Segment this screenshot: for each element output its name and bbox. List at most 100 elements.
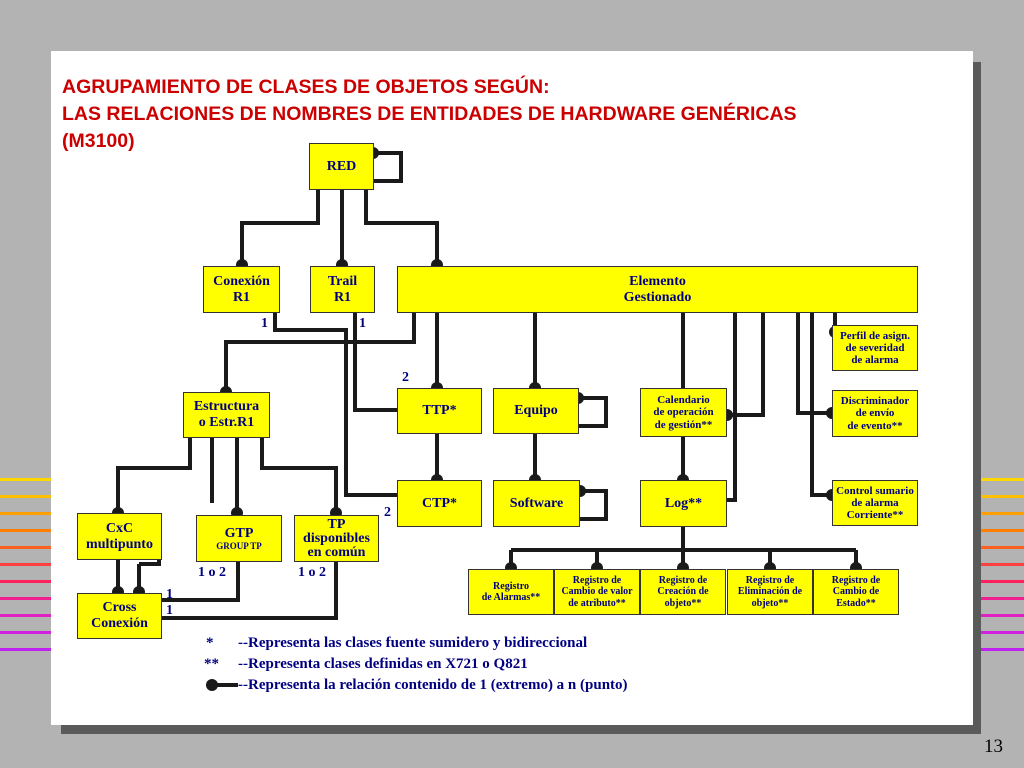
legend-single-star-text: --Representa las clases fuente sumidero …	[238, 635, 588, 651]
box-gtp-line1: GTP	[224, 525, 254, 541]
box-control-line2: de alarma	[851, 496, 899, 509]
box-cxc: CxC multipunto	[77, 513, 162, 560]
title-line-2: LAS RELACIONES DE NOMBRES DE ENTIDADES D…	[62, 103, 797, 125]
decor-stripe	[981, 648, 1024, 651]
box-equipo: Equipo	[493, 388, 579, 434]
box-control: Control sumario de alarma Corriente**	[832, 480, 918, 526]
box-tp-line3: en común	[307, 544, 366, 560]
mult-tp: 1 o 2	[298, 565, 326, 580]
box-software: Software	[493, 480, 580, 527]
decor-stripe	[981, 478, 1024, 481]
box-registro-cambio-valor: Registro de Cambio de valor de atributo*…	[554, 569, 640, 615]
box-reg-cambio-valor-line3: de atributo**	[568, 597, 626, 609]
mult-ttp: 2	[402, 370, 409, 385]
mult-ctp: 2	[384, 505, 391, 520]
box-perfil: Perfil de asign. de severidad de alarma	[832, 325, 918, 371]
box-tp-line2: disponibles	[303, 530, 370, 546]
decor-stripe	[0, 648, 52, 651]
box-reg-eliminacion-line1: Registro de	[745, 575, 795, 587]
elemento-to-discriminador	[796, 313, 832, 415]
box-perfil-line1: Perfil de asign.	[840, 329, 910, 342]
mult-gtp: 1 o 2	[198, 565, 226, 580]
box-calendario: Calendario de operación de gestión**	[640, 388, 727, 437]
decor-stripe	[981, 631, 1024, 634]
decor-stripe	[0, 546, 52, 549]
box-calendario-line2: de operación	[653, 406, 714, 419]
decor-stripe	[0, 478, 52, 481]
box-conexion-r1: Conexión R1	[203, 266, 280, 313]
box-control-line1: Control sumario	[836, 484, 914, 497]
title-line-3: (M3100)	[62, 130, 135, 152]
trail-to-ttp	[353, 313, 397, 412]
box-calendario-line3: de gestión**	[654, 418, 713, 431]
decor-stripe	[981, 580, 1024, 583]
box-discriminador-line3: de evento**	[847, 419, 903, 432]
box-control-line3: Corriente**	[846, 509, 904, 522]
box-reg-alarmas-line1: Registro	[493, 580, 529, 592]
decor-stripe	[981, 495, 1024, 498]
decor-stripe	[981, 563, 1024, 566]
decor-stripe	[0, 580, 52, 583]
decor-stripe	[981, 512, 1024, 515]
box-conexion-line1: Conexión	[213, 273, 270, 289]
box-registro-eliminacion: Registro de Eliminación de objeto**	[727, 569, 813, 615]
software-self-loop	[580, 489, 608, 521]
red-to-conexion	[240, 190, 320, 265]
box-discriminador-line1: Discriminador	[840, 395, 910, 408]
box-perfil-line3: de alarma	[851, 354, 899, 367]
elemento-to-calendario	[727, 313, 737, 502]
box-estructura-line2: o Estr.R1	[198, 415, 255, 430]
box-conexion-line2: R1	[232, 289, 251, 305]
box-ttp: TTP*	[397, 388, 482, 434]
box-reg-eliminacion-line3: objeto**	[751, 597, 789, 609]
legend-containment-text: --Representa la relación contenido de 1 …	[238, 677, 628, 693]
decor-stripe	[0, 563, 52, 566]
box-reg-estado-line1: Registro de	[831, 575, 881, 587]
decor-stripe	[981, 546, 1024, 549]
box-ctp: CTP*	[397, 480, 482, 527]
box-elemento-line1: Elemento	[629, 273, 686, 289]
estructura-to-tp	[260, 438, 338, 513]
legend-dot	[206, 679, 218, 691]
conexion-to-ctp	[273, 313, 397, 497]
decor-stripe	[0, 614, 52, 617]
decor-stripe	[0, 495, 52, 498]
box-reg-creacion-line2: Creación de	[657, 586, 709, 598]
box-trail-line2: R1	[333, 289, 352, 305]
box-calendario-line1: Calendario	[657, 394, 710, 407]
box-discriminador: Discriminador de envío de evento**	[832, 390, 918, 437]
decor-stripe	[981, 529, 1024, 532]
box-cxc-line2: multipunto	[86, 536, 153, 552]
estructura-to-cxc	[116, 438, 192, 513]
box-software-label: Software	[509, 495, 564, 511]
decor-stripe	[0, 512, 52, 515]
box-discriminador-line2: de envío	[855, 407, 895, 420]
title-line-1: AGRUPAMIENTO DE CLASES DE OBJETOS SEGÚN:	[62, 76, 550, 98]
box-gtp: GTP GROUP TP	[196, 515, 282, 562]
mult-conexion: 1	[261, 316, 268, 331]
decor-stripe	[0, 529, 52, 532]
box-elemento-gestionado: Elemento Gestionado	[397, 266, 918, 313]
box-reg-creacion-line3: objeto**	[664, 597, 702, 609]
red-to-elemento	[364, 190, 439, 265]
gtp-to-cross	[162, 562, 240, 602]
tp-to-cross	[162, 562, 338, 620]
elemento-to-calendario-b	[727, 313, 765, 417]
page-number: 13	[984, 736, 1003, 757]
box-registro-alarmas: Registro de Alarmas**	[468, 569, 554, 615]
box-tp: TP disponibles en común	[294, 515, 379, 562]
legend-single-star-symbol: *	[206, 635, 214, 651]
mult-cross-a: 1	[166, 587, 173, 602]
box-reg-cambio-valor-line1: Registro de	[572, 575, 622, 587]
legend-double-star-symbol: **	[204, 656, 219, 672]
box-log: Log**	[640, 480, 727, 527]
box-trail-r1: Trail R1	[310, 266, 375, 313]
box-reg-alarmas-line2: de Alarmas**	[481, 592, 541, 603]
red-self-loop	[373, 151, 403, 183]
box-red: RED	[309, 143, 374, 190]
elemento-to-estructura	[224, 313, 416, 392]
box-gtp-line2: GROUP TP	[216, 541, 262, 552]
box-cxc-line1: CxC	[105, 520, 134, 536]
box-cross-conexion: Cross Conexión	[77, 593, 162, 639]
box-cross-line2: Conexión	[91, 616, 148, 631]
